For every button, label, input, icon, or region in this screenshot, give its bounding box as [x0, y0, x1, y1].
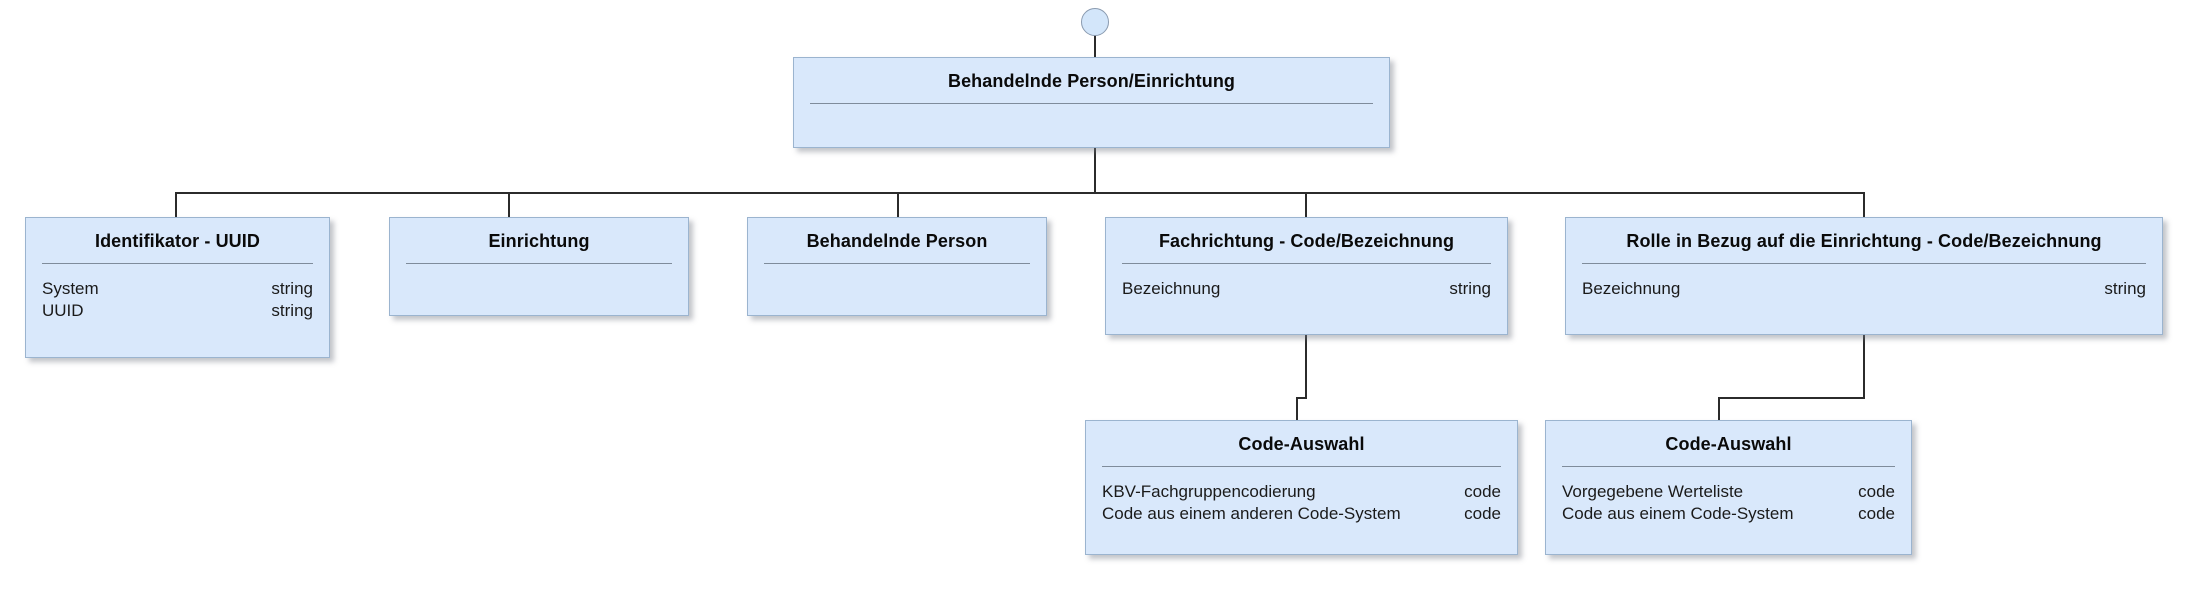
node-title: Rolle in Bezug auf die Einrichtung - Cod…	[1626, 231, 2102, 251]
connector-rolle-down	[1863, 335, 1865, 398]
node-behandelnde-person[interactable]: Behandelnde Person	[747, 217, 1047, 316]
node-title: Einrichtung	[488, 231, 590, 251]
attribute-row: KBV-Fachgruppencodierung code	[1102, 481, 1501, 503]
attribute-row: Code aus einem Code-System code	[1562, 503, 1895, 525]
node-einrichtung[interactable]: Einrichtung	[389, 217, 689, 316]
attribute-row: Bezeichnung string	[1582, 278, 2146, 300]
attribute-name: Vorgegebene Werteliste	[1562, 482, 1744, 501]
connector-bus-to-behandelnde-person	[897, 192, 899, 218]
attribute-type: code	[1464, 482, 1501, 501]
connector-bus-to-identifikator	[175, 192, 177, 218]
node-title: Behandelnde Person	[806, 231, 988, 251]
node-separator	[42, 263, 313, 264]
node-identifikator-uuid[interactable]: Identifikator - UUID System string UUID …	[25, 217, 330, 358]
connector-bus-to-fachrichtung	[1305, 192, 1307, 218]
attribute-type: code	[1858, 504, 1895, 524]
node-rolle-in-bezug-auf-die-einrichtung[interactable]: Rolle in Bezug auf die Einrichtung - Cod…	[1565, 217, 2163, 335]
attribute-type: string	[271, 279, 313, 298]
node-code-auswahl-fachrichtung[interactable]: Code-Auswahl KBV-Fachgruppencodierung co…	[1085, 420, 1518, 555]
attribute-type: string	[1449, 279, 1491, 298]
node-attributes: Vorgegebene Werteliste code Code aus ein…	[1546, 467, 1911, 526]
node-separator	[1562, 466, 1895, 467]
node-separator	[810, 103, 1373, 104]
node-separator	[406, 263, 672, 264]
node-title: Code-Auswahl	[1665, 434, 1792, 454]
attribute-name: Code aus einem Code-System	[1562, 504, 1794, 524]
attribute-row: UUID string	[42, 300, 313, 322]
node-separator	[764, 263, 1030, 264]
node-title: Fachrichtung - Code/Bezeichnung	[1158, 231, 1455, 251]
node-attributes: KBV-Fachgruppencodierung code Code aus e…	[1086, 467, 1517, 526]
attribute-name: Code aus einem anderen Code-System	[1102, 504, 1401, 524]
attribute-type: code	[1858, 482, 1895, 501]
connector-bus-to-rolle	[1863, 192, 1865, 218]
connector-bus-to-einrichtung	[508, 192, 510, 218]
attribute-type: code	[1464, 504, 1501, 524]
connector-rolle-to-code-auswahl	[1718, 397, 1720, 421]
attribute-name: Bezeichnung	[1122, 279, 1221, 298]
attribute-row: System string	[42, 278, 313, 300]
attribute-row: Code aus einem anderen Code-System code	[1102, 503, 1501, 525]
node-separator	[1122, 263, 1491, 264]
attribute-name: System	[42, 279, 99, 298]
node-attributes: Bezeichnung string	[1566, 264, 2162, 300]
connector-fachrichtung-jog	[1296, 397, 1307, 399]
node-title: Behandelnde Person/Einrichtung	[947, 71, 1236, 91]
node-separator	[1102, 466, 1501, 467]
attribute-type: string	[2104, 279, 2146, 298]
start-node-circle	[1081, 8, 1109, 36]
attribute-name: UUID	[42, 301, 84, 321]
node-attributes: Bezeichnung string	[1106, 264, 1507, 300]
node-separator	[1582, 263, 2146, 264]
node-attributes	[748, 264, 1046, 278]
attribute-name: KBV-Fachgruppencodierung	[1102, 482, 1316, 501]
connector-rolle-elbow	[1718, 397, 1865, 399]
attribute-name: Bezeichnung	[1582, 279, 1681, 298]
connector-fachrichtung-to-code-auswahl	[1296, 397, 1298, 421]
attribute-type: string	[271, 301, 313, 321]
connector-root-stem-down	[1094, 148, 1096, 194]
connector-start-to-root	[1094, 35, 1096, 58]
attribute-row: Vorgegebene Werteliste code	[1562, 481, 1895, 503]
node-attributes	[794, 104, 1389, 118]
node-behandelnde-person-einrichtung[interactable]: Behandelnde Person/Einrichtung	[793, 57, 1390, 148]
node-attributes	[390, 264, 688, 278]
node-code-auswahl-rolle[interactable]: Code-Auswahl Vorgegebene Werteliste code…	[1545, 420, 1912, 555]
node-attributes: System string UUID string	[26, 264, 329, 323]
attribute-row: Bezeichnung string	[1122, 278, 1491, 300]
node-title: Identifikator - UUID	[94, 231, 260, 251]
node-title: Code-Auswahl	[1238, 434, 1365, 454]
connector-bus-horizontal	[175, 192, 1864, 194]
node-fachrichtung[interactable]: Fachrichtung - Code/Bezeichnung Bezeichn…	[1105, 217, 1508, 335]
connector-fachrichtung-down	[1305, 335, 1307, 398]
